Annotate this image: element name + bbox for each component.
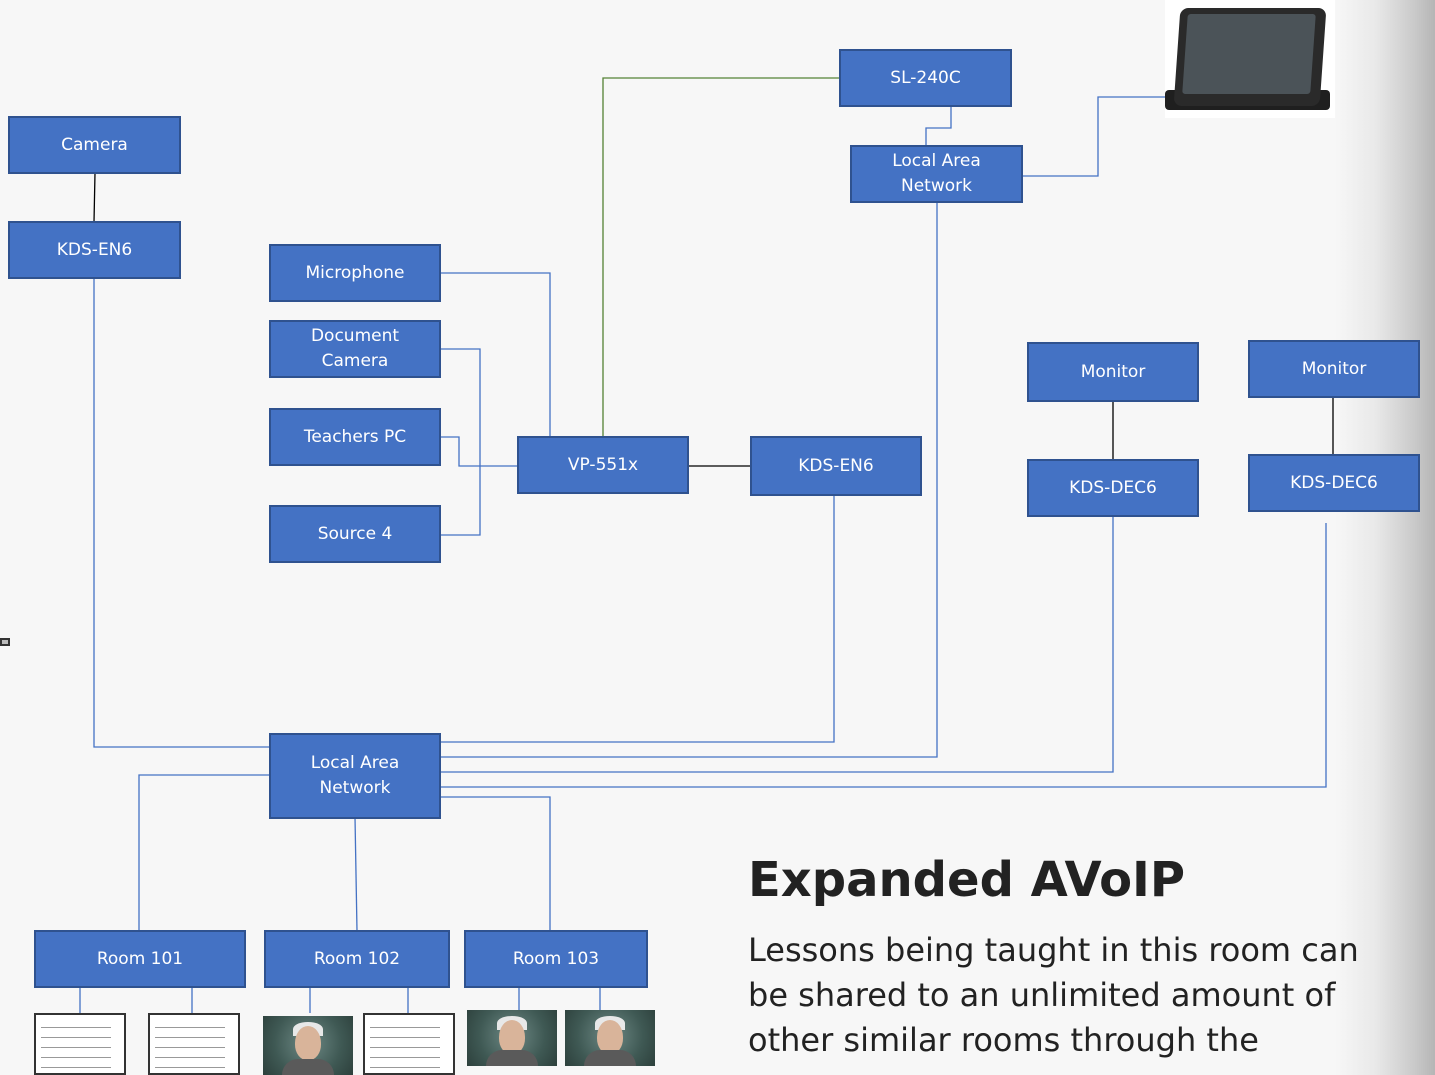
touch-panel-image xyxy=(1165,0,1335,118)
microphone-node: Microphone xyxy=(269,244,441,302)
wire-dec2-lan xyxy=(440,523,1327,788)
sl240c-node: SL-240C xyxy=(839,49,1012,107)
room101-node: Room 101 xyxy=(34,930,246,988)
kds-dec6-2-node: KDS-DEC6 xyxy=(1248,454,1420,512)
document-camera-node: Document Camera xyxy=(269,320,441,378)
vp551x-node: VP-551x xyxy=(517,436,689,494)
monitor1-node: Monitor xyxy=(1027,342,1199,402)
room101-display-document-2 xyxy=(148,1013,240,1075)
kds-en6-left-node: KDS-EN6 xyxy=(8,221,181,279)
wire-dec1-lan xyxy=(440,517,1114,773)
wire-camera-kds xyxy=(93,172,96,223)
lan-top-node: Local Area Network xyxy=(850,145,1023,203)
slide-body-text: Lessons being taught in this room can be… xyxy=(748,931,1359,1059)
wire-kdsleft-lan xyxy=(93,278,270,748)
wire-lantop-lan xyxy=(440,203,938,758)
slide-edge-shadow xyxy=(1335,0,1435,1075)
kds-en6-center-node: KDS-EN6 xyxy=(750,436,922,496)
kds-dec6-1-node: KDS-DEC6 xyxy=(1027,459,1199,517)
wire-sl-lan xyxy=(925,107,952,147)
room101-display-document-1 xyxy=(34,1013,126,1075)
room103-display-presenter-1 xyxy=(467,1010,557,1066)
wire-vp-sl xyxy=(602,77,840,437)
source4-node: Source 4 xyxy=(269,505,441,563)
slide-heading: Expanded AVoIP xyxy=(748,852,1186,908)
slide-handle-marker xyxy=(0,638,10,646)
wire-mic-vp xyxy=(440,272,551,437)
room102-node: Room 102 xyxy=(264,930,450,988)
room103-display-presenter-2 xyxy=(565,1010,655,1066)
room102-display-presenter xyxy=(263,1016,353,1075)
wire-lan-room102 xyxy=(354,816,358,932)
camera-node: Camera xyxy=(8,116,181,174)
monitor2-node: Monitor xyxy=(1248,340,1420,398)
wire-lantop-panel xyxy=(1022,96,1172,177)
room103-node: Room 103 xyxy=(464,930,648,988)
wire-doccam-vp xyxy=(440,348,481,536)
lan-bottom-node: Local Area Network xyxy=(269,733,441,819)
room102-display-document xyxy=(363,1013,455,1075)
wire-kdscenter-lan xyxy=(440,495,835,743)
teachers-pc-node: Teachers PC xyxy=(269,408,441,466)
wire-pc-vp xyxy=(440,436,517,467)
wire-lan-room101 xyxy=(138,774,270,931)
wire-lan-room103 xyxy=(440,796,551,931)
